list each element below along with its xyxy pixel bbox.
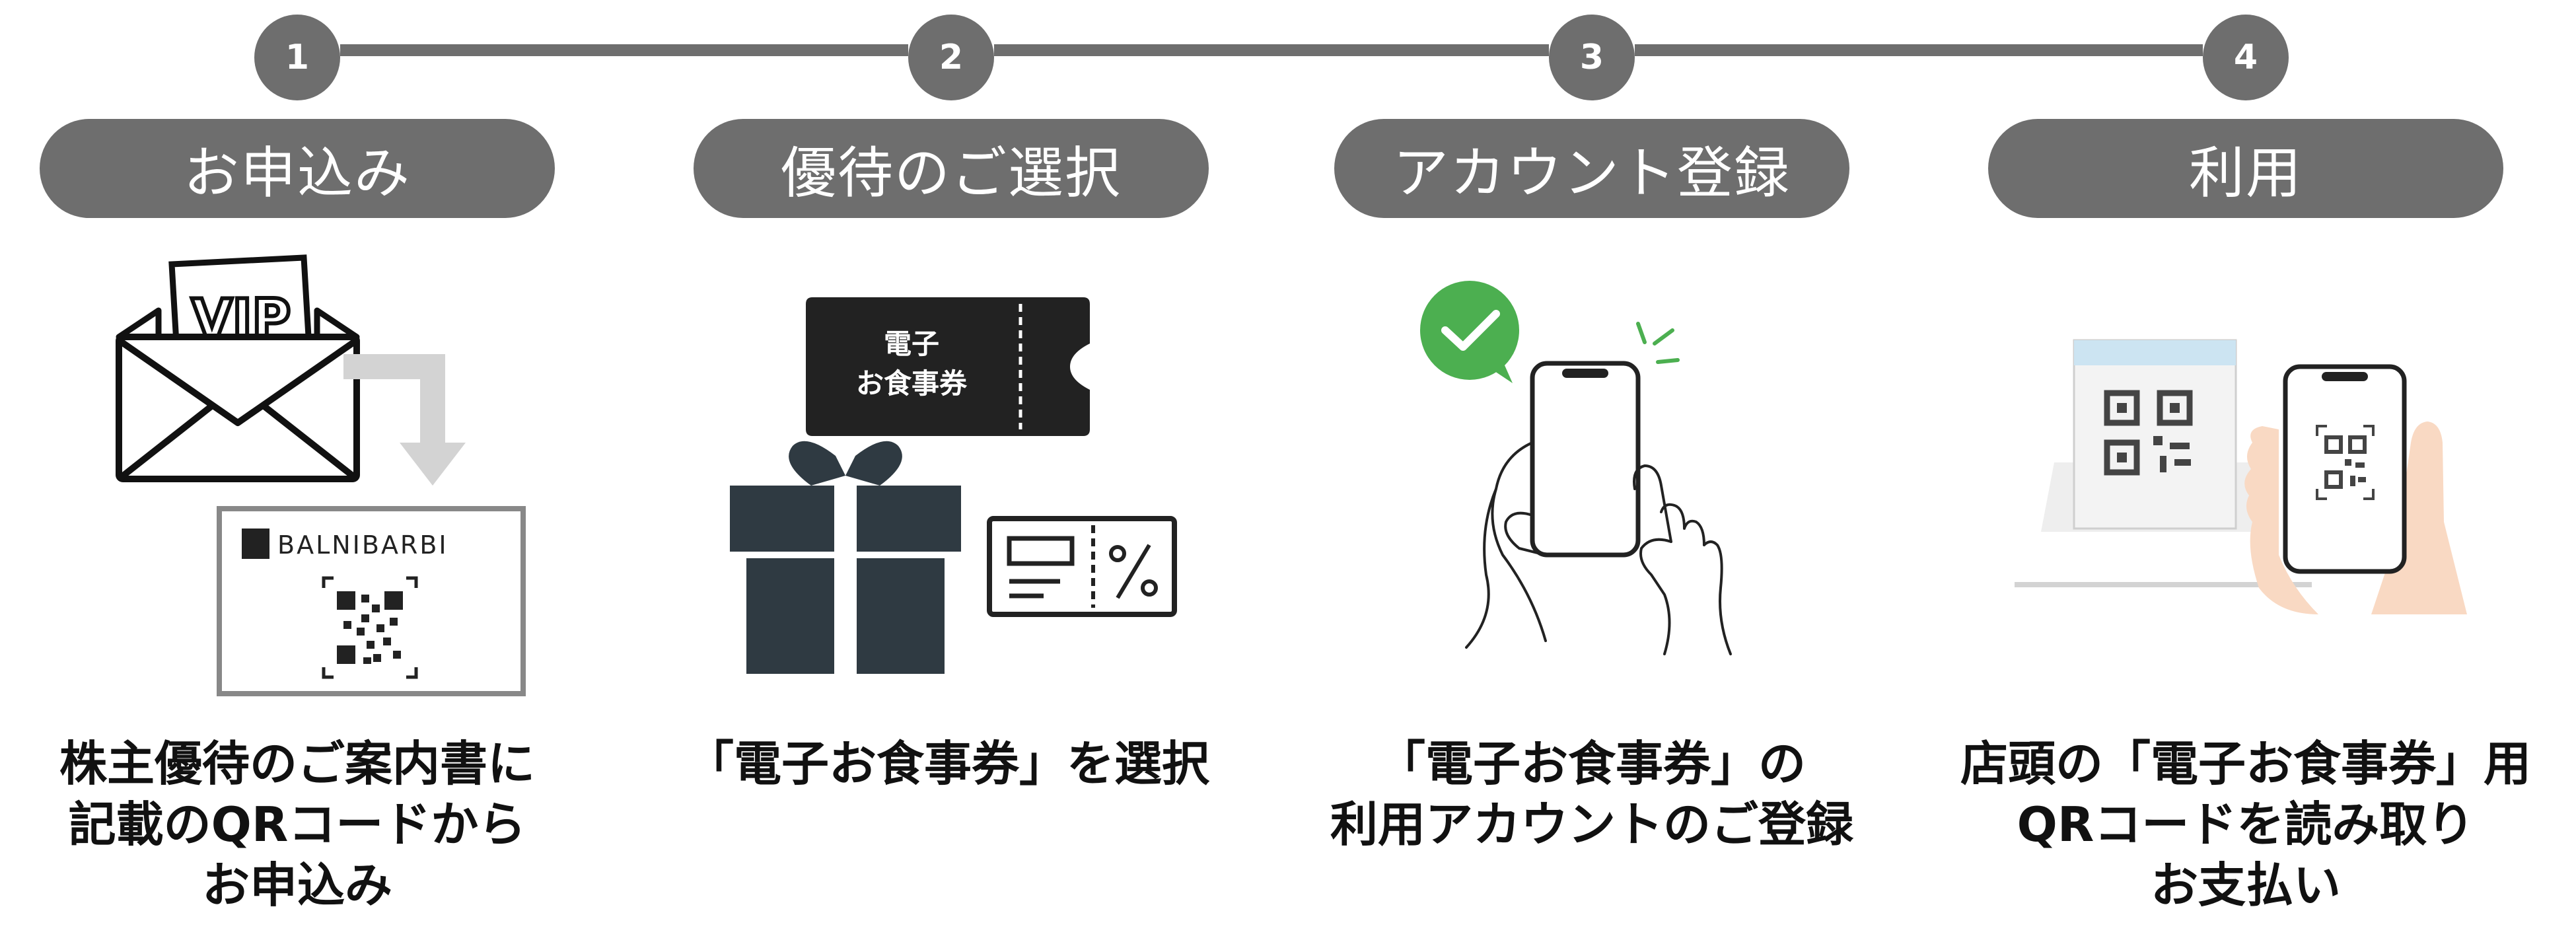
brand-text: BALNIBARBI bbox=[277, 530, 448, 560]
step-number-4: 4 bbox=[2203, 15, 2289, 100]
step-number-2: 2 bbox=[908, 15, 994, 100]
step-description-1-line-2: 記載のQRコードから bbox=[68, 797, 526, 852]
ticket-text-line-1: 電子 bbox=[884, 328, 939, 360]
step-illustration-2: 電子 お食事券 bbox=[694, 244, 1222, 707]
step-title-1: お申込み bbox=[40, 119, 555, 218]
ticket-gift-coupon-icon: 電子 お食事券 bbox=[730, 297, 1177, 677]
step-description-1: 株主優待のご案内書に 記載のQRコードから お申込み bbox=[0, 733, 594, 916]
step-description-1-line-1: 株主優待のご案内書に bbox=[59, 736, 535, 791]
step-description-3: 「電子お食事券」の 利用アカウントのご登録 bbox=[1295, 733, 1889, 855]
connector-line-3-4 bbox=[1635, 44, 2203, 56]
step-description-4-line-3: お支払い bbox=[2150, 857, 2341, 913]
step-description-2: 「電子お食事券」を選択 bbox=[651, 733, 1245, 794]
step-description-3-line-1: 「電子お食事券」の bbox=[1377, 736, 1806, 791]
connector-line-1-2 bbox=[340, 44, 908, 56]
smartphone-check-icon bbox=[1420, 281, 1732, 655]
step-illustration-3 bbox=[1334, 244, 1863, 707]
step-description-4-line-2: QRコードを読み取り bbox=[2017, 797, 2475, 852]
qr-scan-phone-icon bbox=[2015, 339, 2467, 614]
step-description-3-line-2: 利用アカウントのご登録 bbox=[1330, 797, 1853, 852]
step-description-4: 店頭の「電子お食事券」用 QRコードを読み取り お支払い bbox=[1949, 733, 2543, 916]
ticket-text-line-2: お食事券 bbox=[856, 367, 968, 400]
step-title-3: アカウント登録 bbox=[1334, 119, 1849, 218]
step-title-2: 優待のご選択 bbox=[694, 119, 1209, 218]
step-number-3: 3 bbox=[1549, 15, 1635, 100]
coupon-icon bbox=[987, 516, 1177, 617]
step-illustration-1: VIP BALNIBARBI bbox=[33, 244, 561, 707]
step-description-4-line-1: 店頭の「電子お食事券」用 bbox=[1960, 736, 2531, 791]
step-description-2-line-1: 「電子お食事券」を選択 bbox=[686, 736, 1209, 791]
connector-line-2-3 bbox=[994, 44, 1549, 56]
step-title-4: 利用 bbox=[1988, 119, 2503, 218]
step-illustration-4 bbox=[2001, 244, 2530, 707]
vip-envelope-to-qr-card-icon: VIP BALNIBARBI bbox=[116, 254, 526, 696]
step-number-1: 1 bbox=[254, 15, 340, 100]
step-description-1-line-3: お申込み bbox=[201, 857, 392, 913]
